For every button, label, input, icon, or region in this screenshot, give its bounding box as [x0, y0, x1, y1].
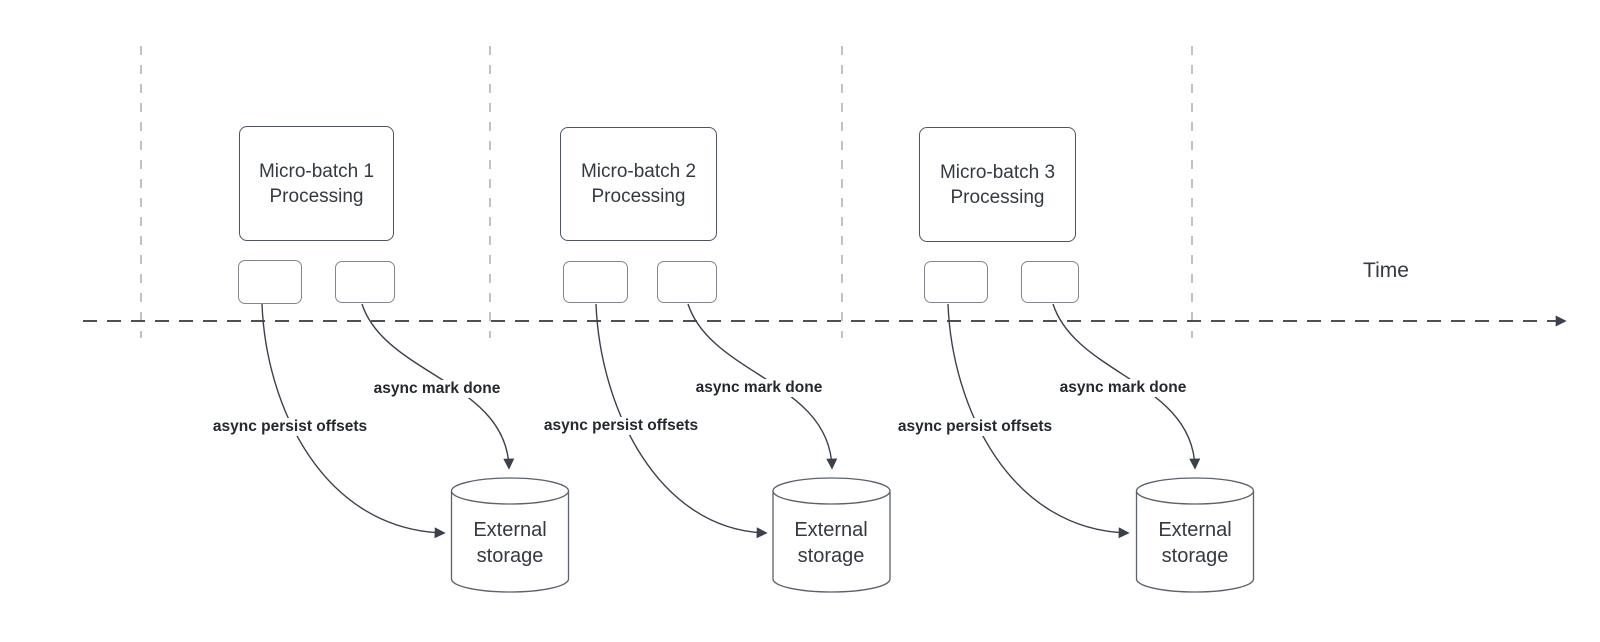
cylinder-body-1 — [450, 491, 570, 593]
micro-batch-2-box: Micro-batch 2 Processing — [560, 127, 717, 241]
persist-offsets-source-box-3 — [924, 261, 988, 303]
cylinder-top-1 — [450, 477, 570, 505]
micro-batch-2-title-line1: Micro-batch 2 — [580, 161, 697, 182]
storage-label-line1: External — [794, 519, 868, 541]
storage-label-line2: storage — [476, 545, 544, 567]
mark-done-source-box-2 — [657, 261, 717, 303]
mark-done-source-box-1 — [335, 261, 395, 303]
mark-done-label-1: async mark done — [370, 380, 504, 398]
time-label: Time — [1363, 259, 1409, 282]
mark-done-label-2: async mark done — [692, 379, 826, 397]
cylinder-top-3 — [1135, 477, 1255, 505]
micro-batch-3-title-line2: Processing — [950, 186, 1045, 208]
persist-offsets-label-3: async persist offsets — [894, 418, 1056, 436]
micro-batch-1-title-line2: Processing — [269, 185, 364, 207]
persist-offsets-arrow-1 — [261, 303, 446, 539]
external-storage-label-1: External storage — [473, 517, 546, 569]
micro-batch-1-box: Micro-batch 1 Processing — [239, 126, 394, 241]
external-storage-label-2: External storage — [794, 517, 867, 569]
storage-label-line2: storage — [1161, 545, 1229, 567]
persist-offsets-arrow-2 — [595, 303, 768, 539]
cylinder-body-3 — [1135, 491, 1255, 593]
persist-offsets-label-2: async persist offsets — [540, 417, 702, 435]
persist-offsets-source-box-2 — [563, 261, 628, 303]
micro-batch-2-title-line2: Processing — [591, 186, 686, 207]
mark-done-source-box-3 — [1021, 261, 1079, 303]
micro-batch-1-title-line1: Micro-batch 1 — [258, 160, 375, 182]
storage-label-line1: External — [1158, 519, 1232, 541]
cylinder-body-2 — [772, 491, 891, 593]
persist-offsets-source-box-1 — [238, 260, 302, 304]
storage-label-line1: External — [473, 519, 547, 541]
micro-batch-3-box: Micro-batch 3 Processing — [919, 127, 1076, 242]
storage-label-line2: storage — [797, 545, 865, 567]
mark-done-label-3: async mark done — [1056, 379, 1190, 397]
cylinder-top-2 — [772, 477, 891, 505]
storage-cylinders — [450, 477, 1255, 593]
external-storage-label-3: External storage — [1158, 517, 1231, 569]
persist-offsets-label-1: async persist offsets — [209, 418, 371, 436]
persist-offsets-arrow-3 — [947, 303, 1130, 539]
micro-batch-3-title-line1: Micro-batch 3 — [939, 161, 1056, 183]
